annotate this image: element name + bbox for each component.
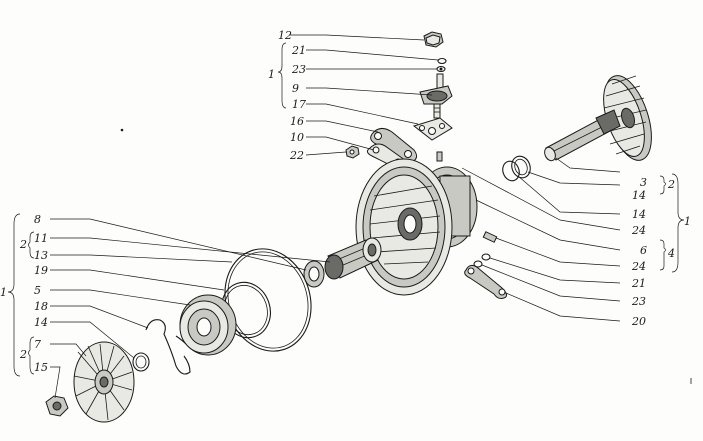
part-14-ring-upper <box>511 155 531 179</box>
label-17: 17 <box>292 98 306 111</box>
label-13: 13 <box>34 249 48 262</box>
part-21-washer-top <box>437 57 447 65</box>
label-12: 12 <box>278 29 292 42</box>
label-7: 7 <box>34 338 41 351</box>
leader-lines <box>50 34 621 399</box>
part-15-nut <box>45 395 69 417</box>
label-22: 22 <box>289 149 304 162</box>
part-23-washer-right <box>473 260 483 268</box>
label-20: 20 <box>631 315 646 328</box>
label-10: 10 <box>290 131 304 144</box>
label-2-right: 2 <box>667 178 675 191</box>
label-6: 6 <box>640 244 647 257</box>
label-14-r1: 14 <box>632 189 646 202</box>
label-21-right: 21 <box>631 277 646 290</box>
label-11: 11 <box>34 232 48 245</box>
part-20-link <box>464 264 508 299</box>
part-23-washer-top <box>436 65 446 73</box>
part-8-bushing <box>303 260 325 288</box>
part-22-nut <box>345 145 360 159</box>
label-18: 18 <box>34 300 48 313</box>
label-19: 19 <box>34 264 48 277</box>
braces <box>7 42 685 377</box>
label-23-right: 23 <box>631 295 646 308</box>
part-6-housing <box>355 158 478 296</box>
part-21-washer-right <box>481 253 491 261</box>
label-14-left: 14 <box>34 316 48 329</box>
label-4-right: 4 <box>667 247 675 260</box>
part-14-ring-lower <box>502 160 520 182</box>
part-24-pin-upper <box>436 151 443 162</box>
part-impeller-shaft <box>544 75 652 162</box>
label-1-right: 1 <box>684 215 691 228</box>
part-18-spring-clip <box>145 319 191 375</box>
label-group-2-a: 2 <box>19 238 27 251</box>
part-12-nut <box>423 31 444 48</box>
label-24-r2: 24 <box>631 260 646 273</box>
stray-dot <box>120 128 124 132</box>
part-17-plate <box>412 117 453 141</box>
callout-labels: 12 21 23 1 9 17 16 10 22 8 2 11 13 19 1 … <box>0 29 691 374</box>
part-24-pin-lower <box>482 231 498 243</box>
label-3: 3 <box>640 176 647 189</box>
label-15: 15 <box>34 361 48 374</box>
label-21-top: 21 <box>291 44 306 57</box>
part-11-splined-sleeve <box>324 237 382 280</box>
part-7-impeller <box>73 341 135 423</box>
label-group-2-b: 2 <box>19 348 27 361</box>
label-group-1-left: 1 <box>0 286 7 299</box>
label-8: 8 <box>34 213 41 226</box>
label-16: 16 <box>290 115 304 128</box>
label-24-r1: 24 <box>631 224 646 237</box>
part-5-cover-disc <box>179 294 237 356</box>
label-5: 5 <box>34 284 41 297</box>
label-9: 9 <box>292 82 299 95</box>
label-group-1-top: 1 <box>268 68 275 81</box>
label-23-top: 23 <box>291 63 306 76</box>
label-14-r2: 14 <box>632 208 646 221</box>
part-9-bracket-stud <box>419 73 453 119</box>
part-14-ring-left <box>132 352 150 372</box>
